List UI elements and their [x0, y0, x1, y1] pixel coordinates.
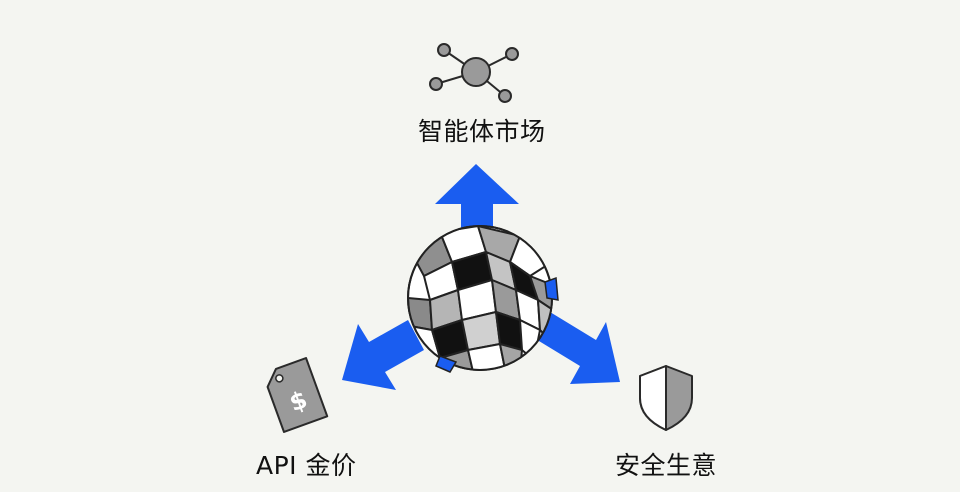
label-api-price: API 金价: [256, 451, 357, 480]
network-nodes-icon: [429, 43, 519, 103]
shield-icon: [639, 365, 693, 431]
label-security-business: 安全生意: [615, 451, 718, 480]
label-agent-market: 智能体市场: [418, 117, 546, 146]
arrow-right: [534, 312, 620, 384]
price-tag-dollar-icon: $: [266, 357, 329, 433]
arrow-left: [342, 320, 424, 390]
arrow-up: [435, 164, 519, 243]
fragmented-sphere-icon: [407, 225, 559, 373]
